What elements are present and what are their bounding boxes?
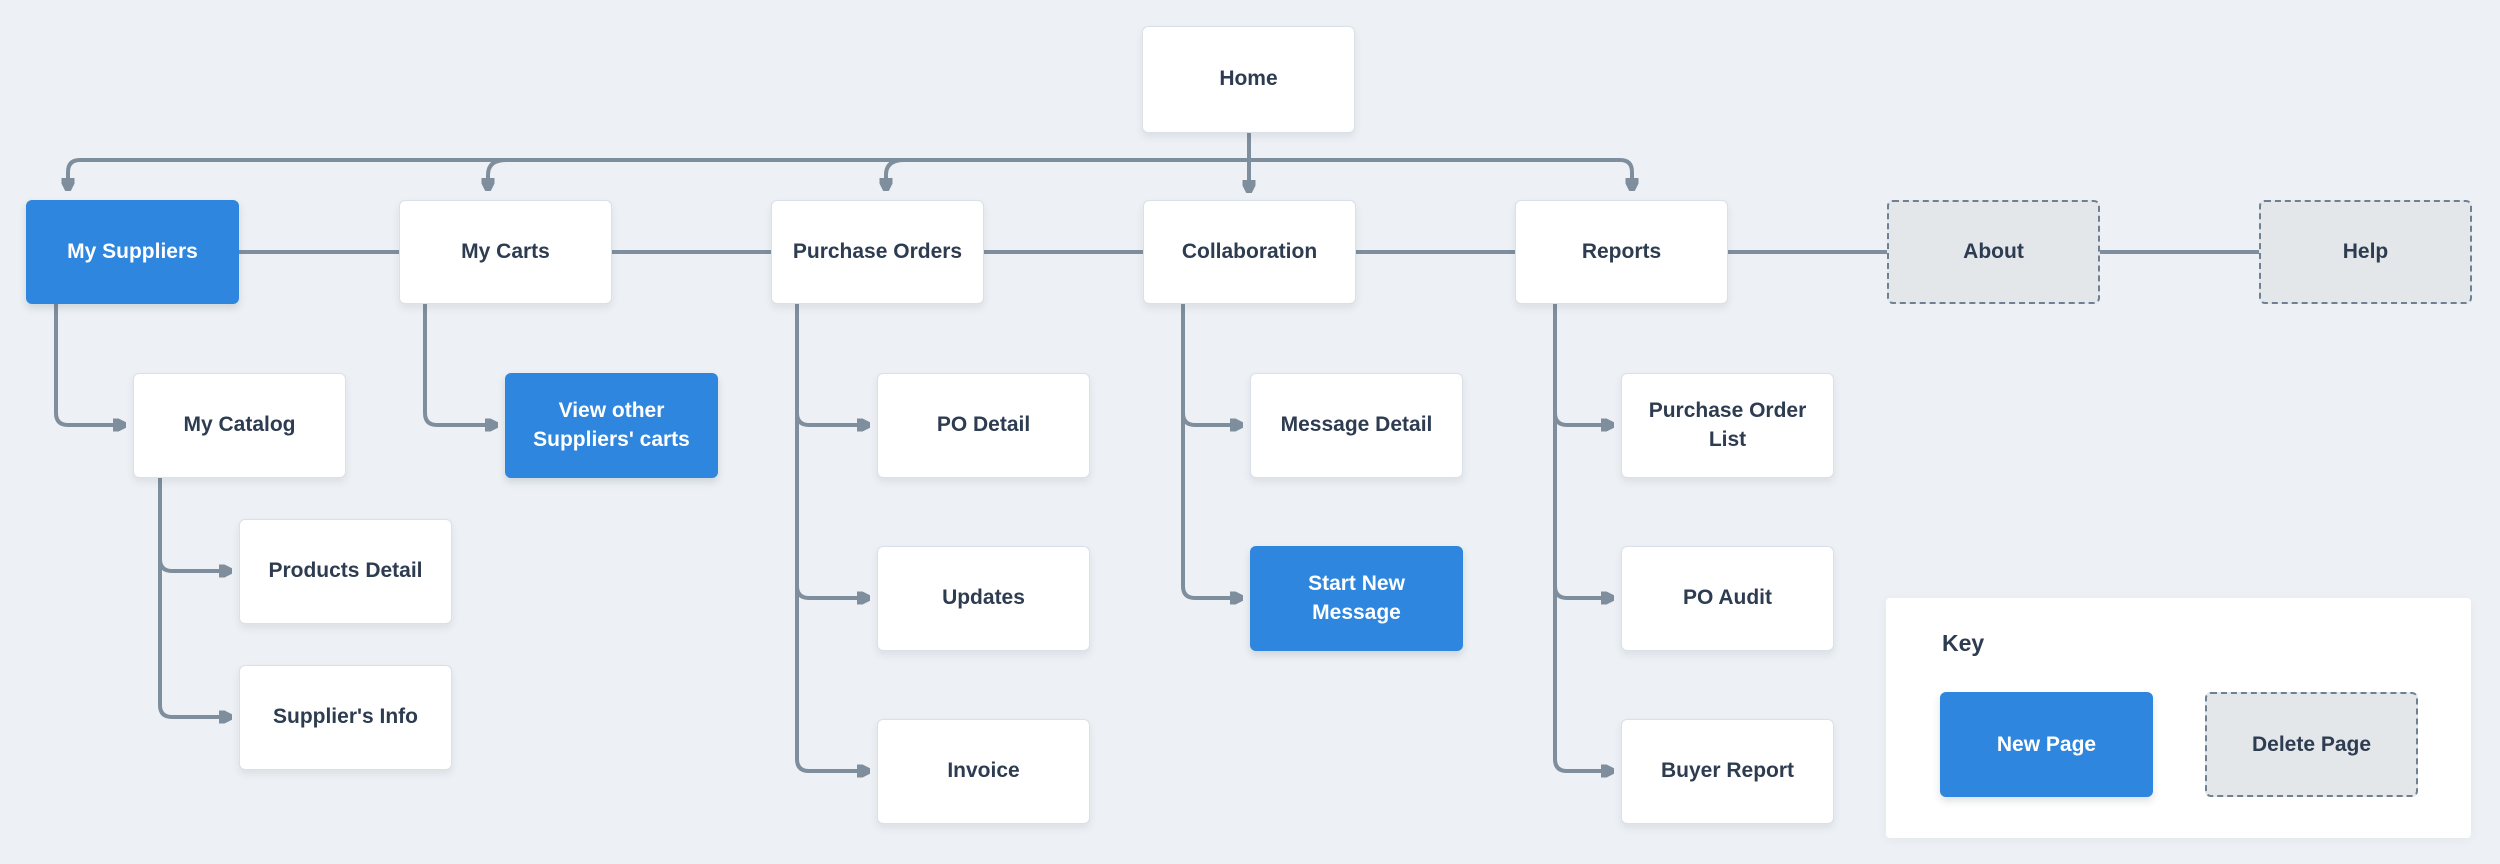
edge-bus-to-my-carts xyxy=(488,158,507,187)
edge-my-suppliers-my-catalog xyxy=(54,304,122,425)
node-view-other-suppliers-carts[interactable]: View other Suppliers' carts xyxy=(505,373,718,478)
node-label: Updates xyxy=(942,586,1025,610)
node-purchase-orders[interactable]: Purchase Orders xyxy=(771,200,984,304)
key-sample-new-page: New Page xyxy=(1940,692,2153,797)
key-sample-label: New Page xyxy=(1996,732,2097,756)
node-label: Supplier's Info xyxy=(272,705,418,729)
node-label: Home xyxy=(1219,67,1278,91)
node-about[interactable]: About xyxy=(1887,200,2100,304)
edge-purchase-orders-updates xyxy=(795,585,866,598)
node-label: My Carts xyxy=(461,239,550,263)
node-collaboration[interactable]: Collaboration xyxy=(1143,200,1356,304)
node-po-audit[interactable]: PO Audit xyxy=(1621,546,1834,651)
edge-purchase-orders-invoice xyxy=(795,304,866,771)
edge-bus-right-to-reports xyxy=(1249,158,1632,187)
node-buyer-report[interactable]: Buyer Report xyxy=(1621,719,1834,824)
node-help[interactable]: Help xyxy=(2259,200,2472,304)
edge-bus-to-purchase-orders xyxy=(886,158,905,187)
node-label: PO Audit xyxy=(1682,586,1773,610)
edge-my-catalog-products-detail xyxy=(158,558,228,571)
edge-my-catalog-suppliers-info xyxy=(158,478,228,717)
edge-collaboration-start-new-message xyxy=(1181,304,1239,598)
node-label: Collaboration xyxy=(1181,239,1318,263)
edge-reports-po-audit xyxy=(1553,585,1610,598)
edge-reports-purchase-order-list xyxy=(1553,412,1610,425)
node-label: Purchase Order List xyxy=(1648,399,1807,451)
node-po-detail[interactable]: PO Detail xyxy=(877,373,1090,478)
node-my-carts[interactable]: My Carts xyxy=(399,200,612,304)
node-my-suppliers[interactable]: My Suppliers xyxy=(26,200,239,304)
node-updates[interactable]: Updates xyxy=(877,546,1090,651)
edge-reports-buyer-report xyxy=(1553,304,1610,771)
key-sample-delete-page: Delete Page xyxy=(2205,692,2418,797)
node-home[interactable]: Home xyxy=(1142,26,1355,133)
node-reports[interactable]: Reports xyxy=(1515,200,1728,304)
node-label: Buyer Report xyxy=(1660,759,1795,783)
edge-my-carts-view-other-carts xyxy=(423,304,494,425)
node-label: Invoice xyxy=(947,759,1020,783)
node-label: Products Detail xyxy=(268,559,423,583)
node-message-detail[interactable]: Message Detail xyxy=(1250,373,1463,478)
node-label: Message Detail xyxy=(1280,413,1433,437)
node-products-detail[interactable]: Products Detail xyxy=(239,519,452,624)
node-label: PO Detail xyxy=(936,413,1031,437)
edge-purchase-orders-po-detail xyxy=(795,412,866,425)
node-purchase-order-list[interactable]: Purchase Order List xyxy=(1621,373,1834,478)
node-suppliers-info[interactable]: Supplier's Info xyxy=(239,665,452,770)
node-my-catalog[interactable]: My Catalog xyxy=(133,373,346,478)
node-invoice[interactable]: Invoice xyxy=(877,719,1090,824)
edge-collaboration-message-detail xyxy=(1181,412,1239,425)
node-label: My Catalog xyxy=(183,413,296,437)
node-label: Help xyxy=(2342,239,2389,263)
key-title: Key xyxy=(1942,630,1985,656)
key-sample-label: Delete Page xyxy=(2251,732,2372,756)
edge-bus-left-to-my-suppliers xyxy=(68,158,1249,187)
node-label: Purchase Orders xyxy=(792,239,963,263)
node-label: My Suppliers xyxy=(67,239,198,263)
node-start-new-message[interactable]: Start New Message xyxy=(1250,546,1463,651)
node-label: About xyxy=(1963,239,2024,263)
node-label: View other Suppliers' carts xyxy=(533,399,690,451)
key-panel: Key New Page Delete Page xyxy=(1886,598,2471,838)
node-label: Start New Message xyxy=(1308,572,1405,624)
node-label: Reports xyxy=(1581,239,1662,263)
